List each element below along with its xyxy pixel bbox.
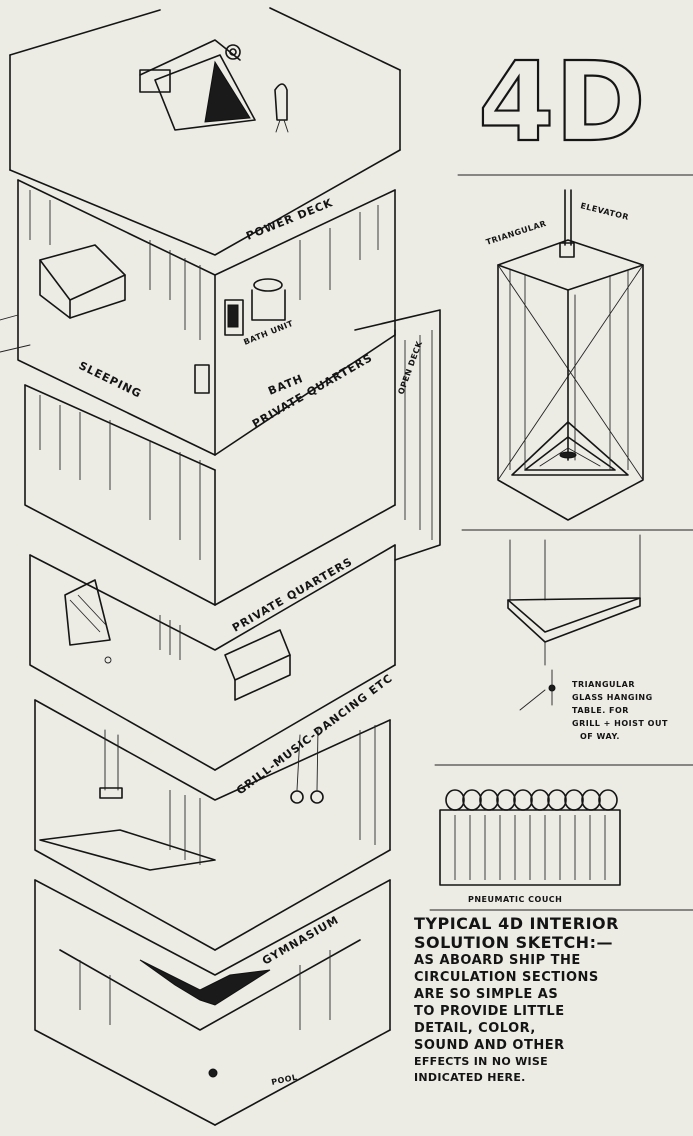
gymnasium-level bbox=[34, 699, 391, 951]
label-power-deck: POWER DECK bbox=[244, 196, 335, 243]
tower-sketch: POWER DECK BATH UNIT BATH PRIVATE QUARTE… bbox=[0, 7, 441, 1126]
table-caption-line-3: TABLE. FOR bbox=[572, 706, 629, 715]
hanging-table-sketch: TRIANGULAR GLASS HANGING TABLE. FOR GRIL… bbox=[507, 534, 668, 741]
notes-line-1: TYPICAL 4D INTERIOR bbox=[414, 914, 619, 933]
pool-level bbox=[34, 879, 391, 1126]
notes-line-3: AS ABOARD SHIP THE bbox=[414, 953, 581, 968]
couch-sketch: PNEUMATIC COUCH bbox=[439, 789, 621, 904]
couch-caption: PNEUMATIC COUCH bbox=[468, 895, 562, 904]
label-sleeping: SLEEPING bbox=[77, 359, 144, 401]
notes-line-8: SOUND AND OTHER bbox=[414, 1038, 565, 1053]
notes-line-2: SOLUTION SKETCH:— bbox=[414, 933, 613, 952]
table-caption-line-1: TRIANGULAR bbox=[572, 680, 635, 689]
label-elevator-left: TRIANGULAR bbox=[485, 219, 548, 247]
notes-line-7: DETAIL, COLOR, bbox=[414, 1021, 536, 1036]
title-4d: 4D bbox=[478, 38, 646, 166]
private-quarters-level bbox=[24, 309, 441, 606]
roof-level bbox=[9, 7, 401, 256]
power-deck-level bbox=[0, 179, 396, 456]
notes-line-9: EFFECTS IN NO WISE bbox=[414, 1055, 548, 1068]
label-gymnasium: GYMNASIUM bbox=[260, 913, 341, 967]
notes-line-4: CIRCULATION SECTIONS bbox=[414, 970, 599, 985]
elevator-sketch: TRIANGULAR ELEVATOR bbox=[485, 189, 644, 521]
grill-level bbox=[29, 544, 396, 771]
table-caption-line-2: GLASS HANGING bbox=[572, 693, 653, 702]
label-elevator-right: ELEVATOR bbox=[580, 201, 630, 222]
notes-line-6: TO PROVIDE LITTLE bbox=[414, 1004, 565, 1019]
label-pool: POOL bbox=[271, 1073, 299, 1087]
label-private-quarters-lower: PRIVATE QUARTERS bbox=[230, 555, 355, 635]
table-caption-line-4: GRILL + HOIST OUT bbox=[572, 719, 668, 728]
notes-line-10: INDICATED HERE. bbox=[414, 1071, 526, 1084]
table-caption-line-5: OF WAY. bbox=[580, 732, 620, 741]
label-bath-unit: BATH UNIT bbox=[242, 319, 294, 347]
notes-block: TYPICAL 4D INTERIOR SOLUTION SKETCH:— AS… bbox=[414, 914, 690, 1086]
notes-line-5: ARE SO SIMPLE AS bbox=[414, 987, 559, 1002]
